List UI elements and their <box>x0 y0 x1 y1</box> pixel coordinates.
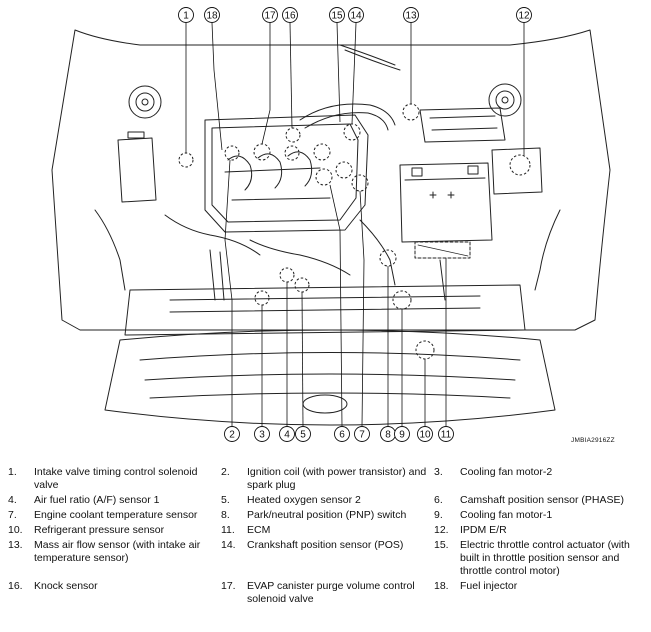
legend-item: 6. Camshaft position sensor (PHASE) <box>434 494 648 507</box>
legend-text: Intake valve timing control solenoid val… <box>34 466 198 491</box>
legend-item: 17. EVAP canister purge volume control so… <box>221 580 434 606</box>
legend-item: 18. Fuel injector <box>434 580 648 606</box>
legend-number: 18. <box>434 580 449 592</box>
legend-item: 13. Mass air flow sensor (with intake air… <box>8 539 221 578</box>
callout-layer: 1 18 17 16 15 14 13 12 2 3 4 5 6 7 8 9 1… <box>178 7 532 442</box>
callout-label: 10 <box>419 430 431 441</box>
callout-label: 11 <box>441 430 452 441</box>
legend-text: Camshaft position sensor (PHASE) <box>460 494 624 506</box>
callout-label: 3 <box>259 430 265 441</box>
callout-label: 17 <box>264 11 276 22</box>
legend-text: Engine coolant temperature sensor <box>34 509 198 521</box>
legend-text: Ignition coil (with power transistor) an… <box>247 466 427 491</box>
legend-number: 17. <box>221 580 236 592</box>
callout-12: 12 <box>516 7 532 23</box>
legend-item: 3. Cooling fan motor-2 <box>434 466 648 492</box>
engine-compartment-diagram: 1 18 17 16 15 14 13 12 2 3 4 5 6 7 8 9 1… <box>51 7 611 442</box>
legend-number: 10. <box>8 524 23 536</box>
callout-label: 1 <box>183 11 189 22</box>
callout-label: 7 <box>359 430 365 441</box>
engine-drawing <box>51 22 611 427</box>
callout-3: 3 <box>254 426 270 442</box>
callout-6: 6 <box>334 426 350 442</box>
legend-number: 2. <box>221 466 230 478</box>
callout-4: 4 <box>279 426 295 442</box>
legend-number: 5. <box>221 494 230 506</box>
legend-item: 9. Cooling fan motor-1 <box>434 509 648 522</box>
legend-item: 11. ECM <box>221 524 434 537</box>
legend-text: EVAP canister purge volume control solen… <box>247 580 415 605</box>
callout-label: 5 <box>300 430 306 441</box>
legend-text: Mass air flow sensor (with intake air te… <box>34 539 201 564</box>
legend-number: 4. <box>8 494 17 506</box>
callout-13: 13 <box>403 7 419 23</box>
callout-9: 9 <box>394 426 410 442</box>
legend-text: Crankshaft position sensor (POS) <box>247 539 404 551</box>
legend-text: Air fuel ratio (A/F) sensor 1 <box>34 494 160 506</box>
legend-text: ECM <box>247 524 271 536</box>
figure-id: JMBIA2916ZZ <box>571 437 615 444</box>
legend-text: Cooling fan motor-1 <box>460 509 553 521</box>
legend-number: 6. <box>434 494 443 506</box>
legend-item: 15. Electric throttle control actuator (w… <box>434 539 648 578</box>
legend-text: Knock sensor <box>34 580 98 592</box>
legend-number: 13. <box>8 539 23 551</box>
callout-11: 11 <box>438 426 454 442</box>
callout-18: 18 <box>204 7 220 23</box>
callout-label: 4 <box>284 430 290 441</box>
legend-number: 12. <box>434 524 449 536</box>
legend-item: 12. IPDM E/R <box>434 524 648 537</box>
callout-1: 1 <box>178 7 194 23</box>
legend: 1. Intake valve timing control solenoid v… <box>8 466 648 606</box>
callout-8: 8 <box>380 426 396 442</box>
callout-17: 17 <box>262 7 278 23</box>
callout-label: 16 <box>284 11 296 22</box>
legend-text: Fuel injector <box>460 580 518 592</box>
callout-label: 15 <box>331 11 343 22</box>
callout-label: 8 <box>385 430 391 441</box>
legend-text: IPDM E/R <box>460 524 507 536</box>
legend-number: 7. <box>8 509 17 521</box>
legend-item: 7. Engine coolant temperature sensor <box>8 509 221 522</box>
callout-label: 14 <box>350 11 362 22</box>
callout-15: 15 <box>329 7 345 23</box>
legend-item: 4. Air fuel ratio (A/F) sensor 1 <box>8 494 221 507</box>
callout-16: 16 <box>282 7 298 23</box>
legend-text: Cooling fan motor-2 <box>460 466 553 478</box>
callout-label: 13 <box>405 11 417 22</box>
legend-item: 10. Refrigerant pressure sensor <box>8 524 221 537</box>
callout-14: 14 <box>348 7 364 23</box>
legend-text: Park/neutral position (PNP) switch <box>247 509 407 521</box>
legend-item: 1. Intake valve timing control solenoid v… <box>8 466 221 492</box>
legend-item: 5. Heated oxygen sensor 2 <box>221 494 434 507</box>
callout-5: 5 <box>295 426 311 442</box>
legend-text: Refrigerant pressure sensor <box>34 524 165 536</box>
legend-number: 1. <box>8 466 17 478</box>
callout-label: 6 <box>339 430 345 441</box>
legend-number: 15. <box>434 539 449 551</box>
legend-number: 14. <box>221 539 236 551</box>
callout-label: 2 <box>229 430 235 441</box>
callout-2: 2 <box>224 426 240 442</box>
legend-number: 8. <box>221 509 230 521</box>
legend-number: 3. <box>434 466 443 478</box>
callout-label: 9 <box>399 430 405 441</box>
legend-number: 9. <box>434 509 443 521</box>
legend-text: Electric throttle control actuator (with… <box>460 539 630 577</box>
callout-10: 10 <box>417 426 433 442</box>
callout-label: 18 <box>206 11 218 22</box>
legend-item: 8. Park/neutral position (PNP) switch <box>221 509 434 522</box>
legend-item: 16. Knock sensor <box>8 580 221 606</box>
legend-item: 14. Crankshaft position sensor (POS) <box>221 539 434 578</box>
callout-label: 12 <box>518 11 530 22</box>
legend-text: Heated oxygen sensor 2 <box>247 494 361 506</box>
legend-item: 2. Ignition coil (with power transistor) … <box>221 466 434 492</box>
callout-7: 7 <box>354 426 370 442</box>
legend-number: 11. <box>221 524 235 536</box>
legend-number: 16. <box>8 580 23 592</box>
